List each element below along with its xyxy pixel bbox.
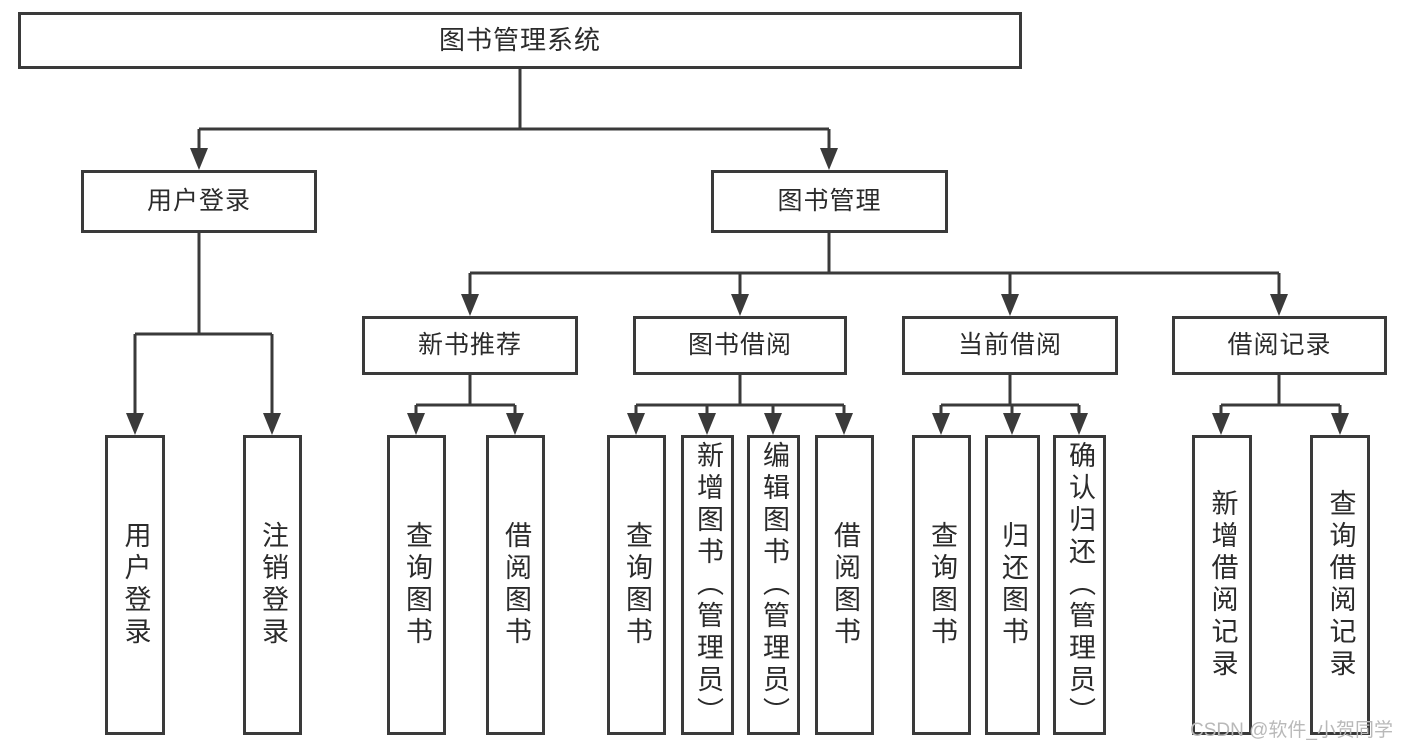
node-label: 查询图书: [927, 521, 957, 649]
node-label: 新增图书（管理员）: [693, 441, 723, 729]
node-label: 借阅记录: [1227, 331, 1332, 360]
node-leaf-图书借阅-新增图书管理员[interactable]: 新增图书（管理员）: [681, 435, 734, 735]
node-leaf-当前借阅-归还图书[interactable]: 归还图书: [985, 435, 1040, 735]
node-label: 新书推荐: [417, 331, 522, 360]
node-leaf-图书借阅-查询图书[interactable]: 查询图书: [607, 435, 666, 735]
node-label: 用户登录: [120, 521, 151, 649]
node-leaf-当前借阅-查询图书[interactable]: 查询图书: [912, 435, 971, 735]
node-leaf-借阅记录-新增借阅记录[interactable]: 新增借阅记录: [1192, 435, 1252, 735]
node-level3-图书借阅[interactable]: 图书借阅: [633, 316, 847, 375]
node-label: 借阅图书: [501, 521, 531, 649]
node-label: 图书借阅: [687, 331, 792, 360]
node-label: 图书管理系统: [438, 24, 601, 55]
node-label: 确认归还（管理员）: [1065, 441, 1095, 729]
node-level3-当前借阅[interactable]: 当前借阅: [902, 316, 1118, 375]
node-level3-新书推荐[interactable]: 新书推荐: [362, 316, 578, 375]
node-label: 查询图书: [402, 521, 432, 649]
node-label: 用户登录: [146, 187, 251, 216]
node-label: 查询图书: [622, 521, 652, 649]
node-label: 当前借阅: [957, 331, 1062, 360]
node-label: 编辑图书（管理员）: [759, 441, 789, 729]
node-leaf-图书借阅-借阅图书[interactable]: 借阅图书: [815, 435, 874, 735]
node-label: 图书管理: [777, 187, 882, 216]
node-level2-图书管理[interactable]: 图书管理: [711, 170, 948, 233]
node-label: 查询借阅记录: [1325, 489, 1356, 681]
node-leaf-新书推荐-借阅图书[interactable]: 借阅图书: [486, 435, 545, 735]
node-label: 借阅图书: [830, 521, 860, 649]
node-label: 归还图书: [998, 521, 1028, 649]
node-root-图书管理系统[interactable]: 图书管理系统: [18, 12, 1022, 69]
node-label: 新增借阅记录: [1207, 489, 1238, 681]
node-leaf-新书推荐-查询图书[interactable]: 查询图书: [387, 435, 446, 735]
watermark-text: CSDN @软件_小贺同学: [1190, 720, 1393, 741]
node-leaf-借阅记录-查询借阅记录[interactable]: 查询借阅记录: [1310, 435, 1370, 735]
node-leaf-用户登录-用户登录[interactable]: 用户登录: [105, 435, 165, 735]
node-leaf-当前借阅-确认归还管理员[interactable]: 确认归还（管理员）: [1053, 435, 1106, 735]
node-leaf-用户登录-注销登录[interactable]: 注销登录: [243, 435, 302, 735]
node-level2-用户登录[interactable]: 用户登录: [81, 170, 317, 233]
node-label: 注销登录: [258, 521, 288, 649]
node-leaf-图书借阅-编辑图书管理员[interactable]: 编辑图书（管理员）: [747, 435, 800, 735]
node-level3-借阅记录[interactable]: 借阅记录: [1172, 316, 1387, 375]
